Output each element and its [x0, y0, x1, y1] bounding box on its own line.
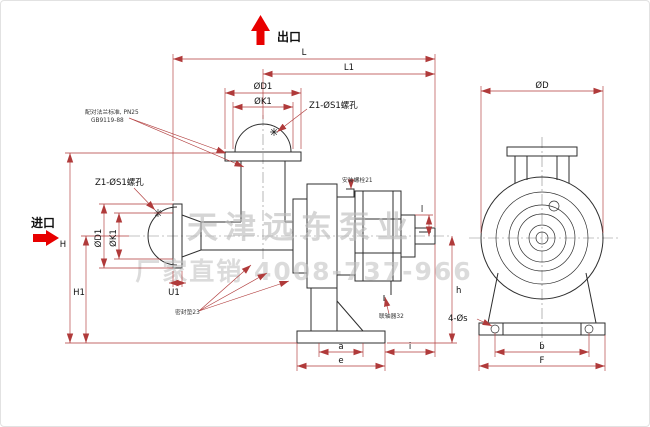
- dim-bolts-left-label: Z1-ØS1螺孔: [95, 177, 144, 188]
- mounting-bolt-label: 安装螺栓21: [342, 176, 373, 184]
- casing-circle-2: [495, 191, 589, 285]
- centerlines: [129, 115, 619, 349]
- dim-4s-label: 4-Øs: [448, 313, 468, 324]
- dim-h-label: h: [456, 286, 461, 296]
- foot-bolt-hole-right: [584, 324, 594, 334]
- dim-K1-left-label: ØK1: [108, 229, 119, 247]
- leader-4s: [476, 318, 493, 327]
- dim-U1-label: U1: [168, 288, 180, 298]
- inlet-arrow-icon: [33, 230, 59, 246]
- dim-L-label: L: [302, 48, 307, 58]
- watermark-brand: 天津远东泵业: [187, 210, 415, 246]
- end-view: [478, 146, 606, 336]
- dim-b-label: b: [539, 342, 544, 352]
- dimensions: [65, 54, 606, 371]
- flow-arrows: 出口 进口: [31, 15, 301, 246]
- dim-a-label: a: [338, 342, 343, 352]
- dim-H-label: H: [60, 240, 66, 250]
- casing-circle-3: [508, 204, 576, 272]
- leader-flange-note-1: [128, 117, 227, 154]
- watermark-hotline: 厂家直销 4008-737-966: [135, 257, 472, 286]
- hub-circle: [528, 224, 556, 252]
- leader-bolts-left: [133, 187, 156, 211]
- dim-bolts-top-label: Z1-ØS1螺孔: [309, 100, 358, 111]
- leader-bolts-top: [276, 108, 308, 133]
- watermark: 天津远东泵业 厂家直销 4008-737-966: [135, 210, 472, 286]
- outlet-arrow-icon: [251, 15, 270, 45]
- casing-outer-circle: [480, 176, 604, 300]
- dim-F-label: F: [540, 356, 545, 366]
- dim-D1-left-label: ØD1: [93, 229, 104, 248]
- dim-l-label: l: [421, 205, 423, 215]
- shaft-circle: [535, 231, 549, 245]
- dim-D1-top-label: ØD1: [254, 81, 273, 92]
- pump-casing-outline: [147, 123, 302, 269]
- leader-seal-3: [198, 280, 290, 312]
- inlet-label: 进口: [31, 215, 55, 230]
- leader-coupling: [384, 296, 391, 315]
- leader-flange-note-2: [128, 117, 245, 168]
- coupling-label: 联轴器32: [379, 312, 404, 320]
- flange-spec-note-line1: 配对法兰标准, PN25: [85, 108, 139, 116]
- leader-seal-1: [198, 264, 252, 312]
- dim-L1-label: L1: [344, 63, 354, 73]
- dim-D-label: ØD: [535, 80, 549, 91]
- foot-bolt-hole-left: [490, 324, 500, 334]
- dim-i-label: i: [409, 342, 411, 352]
- dimension-labels: L L1 ØD1 ØK1 Z1-ØS1螺孔 Z1-ØS1螺孔 H H1 ØD1 …: [60, 48, 549, 366]
- casing-circle-4: [517, 213, 567, 263]
- dim-e-label: e: [338, 356, 343, 366]
- plug-circle: [548, 200, 560, 212]
- dim-H1-label: H1: [73, 288, 85, 298]
- flange-spec-note-line2: GB9119-88: [91, 118, 124, 124]
- part-notes: 配对法兰标准, PN25 GB9119-88 安装螺栓21 联轴器32 密封垫2…: [85, 108, 404, 320]
- outlet-label: 出口: [277, 29, 301, 44]
- leader-seal-2: [198, 272, 268, 312]
- seal-gasket-label: 密封垫23: [175, 308, 200, 316]
- dim-K1-top-label: ØK1: [254, 96, 272, 107]
- support-foot-outline: [296, 288, 386, 344]
